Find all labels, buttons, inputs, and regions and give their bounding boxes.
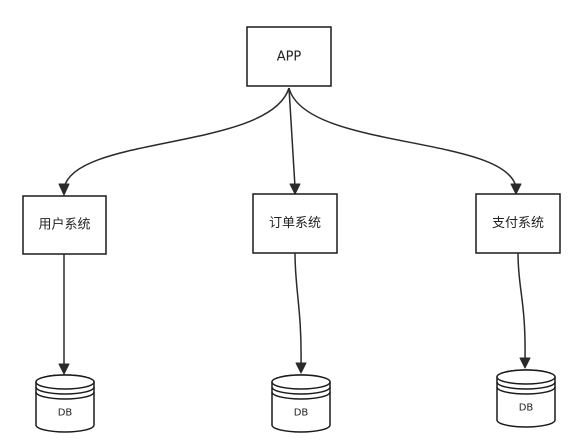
order-db-cylinder[interactable]: DB bbox=[271, 374, 331, 433]
arrow-head-user-db bbox=[58, 363, 70, 375]
user-system-label: 用户系统 bbox=[38, 217, 90, 233]
arrow-head-payment-system bbox=[510, 183, 522, 195]
payment-db-top bbox=[496, 369, 556, 385]
order-system-node[interactable]: 订单系统 bbox=[252, 193, 338, 254]
arrow-head-payment-db bbox=[519, 357, 531, 369]
order-db-top bbox=[271, 374, 331, 390]
edge-order-system-to-db bbox=[294, 252, 302, 367]
app-node[interactable]: APP bbox=[246, 26, 332, 87]
payment-system-node[interactable]: 支付系统 bbox=[475, 193, 561, 254]
app-edges bbox=[58, 87, 522, 196]
user-db-top bbox=[35, 374, 95, 390]
user-system-box bbox=[22, 195, 107, 255]
edge-app-to-user-system bbox=[63, 87, 290, 189]
user-db-label: DB bbox=[58, 408, 73, 419]
order-db-ring-2 bbox=[271, 391, 331, 400]
user-system-node[interactable]: 用户系统 bbox=[22, 195, 107, 255]
order-system-label: 订单系统 bbox=[269, 216, 321, 231]
app-node-label: APP bbox=[277, 50, 302, 65]
app-node-box bbox=[246, 26, 332, 87]
order-db-ring-1 bbox=[271, 386, 331, 395]
payment-db-ring-2 bbox=[496, 386, 556, 395]
payment-system-box bbox=[475, 193, 561, 254]
payment-db-label: DB bbox=[519, 403, 534, 414]
edge-payment-system-to-db bbox=[517, 252, 526, 362]
edge-app-to-payment-system bbox=[288, 87, 517, 188]
order-db-label: DB bbox=[294, 408, 309, 419]
order-system-box bbox=[252, 193, 338, 254]
payment-system-label: 支付系统 bbox=[492, 216, 544, 231]
arrow-head-user-system bbox=[58, 183, 70, 196]
edge-app-to-order-system bbox=[288, 87, 296, 188]
user-db-cylinder[interactable]: DB bbox=[35, 374, 95, 433]
user-db-ring-1 bbox=[35, 386, 95, 395]
arrow-head-order-system bbox=[289, 183, 301, 195]
db-edges bbox=[58, 252, 531, 375]
payment-db-cylinder[interactable]: DB bbox=[496, 369, 556, 428]
payment-db-ring-1 bbox=[496, 381, 556, 390]
arrow-head-order-db bbox=[295, 362, 307, 374]
user-db-ring-2 bbox=[35, 391, 95, 400]
